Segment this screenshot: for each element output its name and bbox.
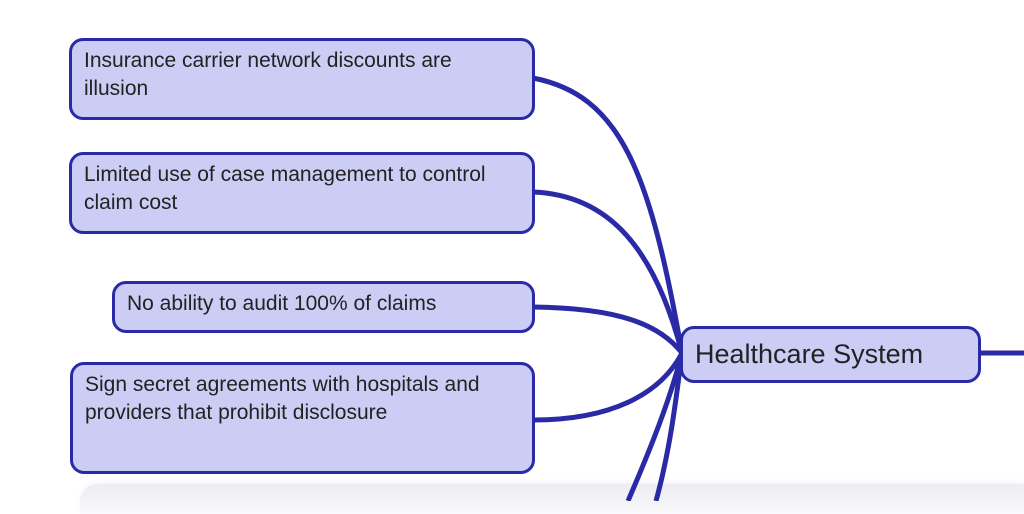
connector-audit-claims	[532, 304, 684, 355]
mind-map-canvas: Insurance carrier network discounts are …	[69, 38, 1024, 514]
mind-map-node-insurance-discounts[interactable]: Insurance carrier network discounts are …	[69, 38, 535, 120]
connector-layer	[532, 75, 1024, 501]
node-label: No ability to audit 100% of claims	[127, 292, 437, 315]
node-label: Sign secret agreements with hospitals an…	[85, 373, 480, 424]
mind-map-node-case-management[interactable]: Limited use of case management to contro…	[69, 152, 535, 234]
node-label: Insurance carrier network discounts are …	[84, 49, 452, 100]
node-label: Limited use of case management to contro…	[84, 163, 486, 214]
connector-insurance-discounts	[532, 75, 685, 354]
mind-map-central-node[interactable]: Healthcare System	[680, 326, 981, 383]
connector-secret-agreements	[532, 351, 685, 423]
central-node-label: Healthcare System	[695, 339, 924, 369]
mind-map-node-audit-claims[interactable]: No ability to audit 100% of claims	[112, 281, 535, 333]
mind-map-node-secret-agreements[interactable]: Sign secret agreements with hospitals an…	[70, 362, 535, 474]
connector-case-management	[532, 189, 685, 354]
connector-offscreen-2	[653, 352, 685, 501]
